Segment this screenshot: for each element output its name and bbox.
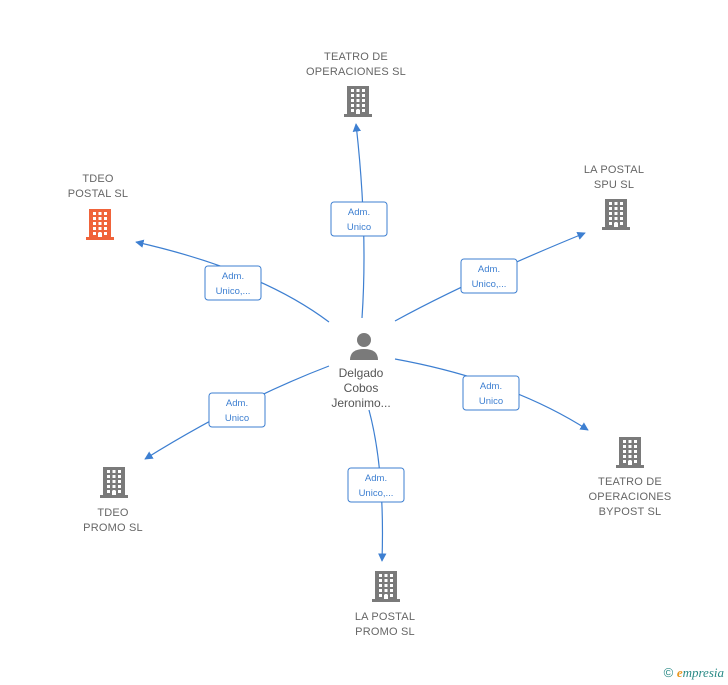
company-name-line[interactable]: OPERACIONES: [589, 491, 672, 503]
edge-teatro-operaciones: Adm. Unico: [330, 123, 388, 319]
company-name-line[interactable]: TEATRO DE: [324, 51, 388, 63]
building-icon[interactable]: [602, 199, 630, 230]
company-name-line[interactable]: POSTAL SL: [68, 188, 129, 200]
edge-la-postal-promo: Adm. Unico,...: [347, 409, 405, 562]
company-name-line[interactable]: BYPOST SL: [599, 506, 662, 518]
role-label-line: Unico,...: [216, 286, 251, 297]
person-name-line[interactable]: Delgado: [339, 366, 384, 380]
role-label-line: Adm.: [480, 381, 502, 392]
footer-brand: © empresia: [664, 665, 724, 681]
building-icon[interactable]: [372, 571, 400, 602]
person-name-line[interactable]: Cobos: [344, 381, 379, 395]
edge-tdeo-promo: Adm. Unico: [144, 365, 330, 460]
edge-la-postal-spu: Adm. Unico,...: [394, 231, 586, 322]
building-icon[interactable]: [344, 86, 372, 117]
company-name-line[interactable]: LA POSTAL: [584, 164, 644, 176]
role-label-line: Unico: [479, 396, 503, 407]
role-label-box[interactable]: Adm. Unico: [462, 375, 520, 411]
person-name-line[interactable]: Jeronimo...: [331, 396, 390, 410]
role-label-box[interactable]: Adm. Unico,...: [204, 265, 262, 301]
role-label-line: Unico,...: [472, 279, 507, 290]
edge-teatro-bypost: Adm. Unico: [394, 358, 589, 431]
company-name-line[interactable]: TDEO: [82, 173, 114, 185]
role-label-box[interactable]: Adm. Unico: [208, 392, 266, 428]
company-node-teatro-operaciones[interactable]: TEATRO DE OPERACIONES SL: [306, 51, 406, 117]
person-node[interactable]: DelgadoCobosJeronimo...: [331, 333, 391, 410]
person-icon[interactable]: [350, 333, 378, 360]
role-label-line: Adm.: [365, 473, 387, 484]
role-label-box[interactable]: Adm. Unico,...: [460, 258, 518, 294]
company-node-la-postal-spu[interactable]: LA POSTAL SPU SL: [584, 164, 644, 230]
empresia-logo[interactable]: empresia: [676, 665, 724, 680]
copyright-symbol: ©: [663, 665, 674, 680]
company-name-line[interactable]: TEATRO DE: [598, 476, 662, 488]
role-label-line: Adm.: [226, 398, 248, 409]
building-icon[interactable]: [86, 209, 114, 240]
company-node-la-postal-promo[interactable]: LA POSTAL PROMO SL: [355, 571, 415, 638]
building-icon[interactable]: [100, 467, 128, 498]
role-label-line: Unico: [347, 222, 371, 233]
company-node-tdeo-postal[interactable]: TDEO POSTAL SL: [68, 173, 129, 240]
role-label-line: Adm.: [222, 271, 244, 282]
company-name-line[interactable]: TDEO: [97, 507, 129, 519]
company-name-line[interactable]: LA POSTAL: [355, 611, 415, 623]
company-name-line[interactable]: SPU SL: [594, 179, 634, 191]
edge-tdeo-postal: Adm. Unico,...: [135, 239, 330, 323]
company-name-line[interactable]: PROMO SL: [83, 522, 143, 534]
company-node-tdeo-promo[interactable]: TDEO PROMO SL: [83, 467, 143, 534]
role-label-line: Adm.: [478, 264, 500, 275]
building-icon[interactable]: [616, 437, 644, 468]
role-label-box[interactable]: Adm. Unico,...: [347, 467, 405, 503]
role-label-box[interactable]: Adm. Unico: [330, 201, 388, 237]
company-node-teatro-bypost[interactable]: TEATRO DE OPERACIONES BYPOST SL: [589, 437, 672, 518]
role-label-line: Adm.: [348, 207, 370, 218]
company-name-line[interactable]: OPERACIONES SL: [306, 66, 406, 78]
role-label-line: Unico: [225, 413, 249, 424]
role-label-line: Unico,...: [359, 488, 394, 499]
company-name-line[interactable]: PROMO SL: [355, 626, 415, 638]
